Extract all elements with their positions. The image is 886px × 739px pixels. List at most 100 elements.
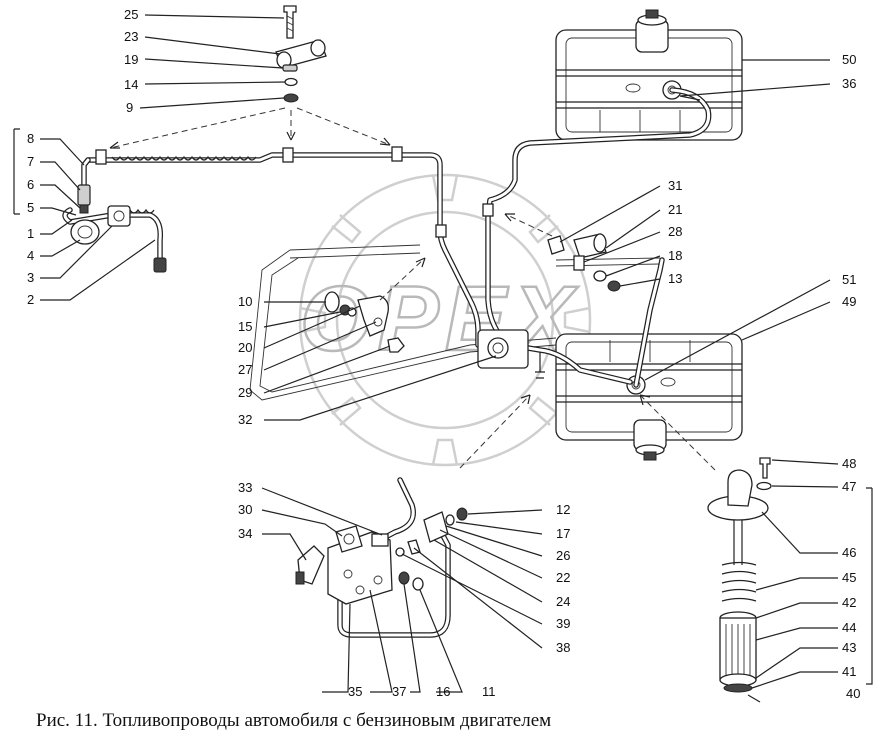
- callout-36: 36: [842, 76, 856, 91]
- watermark-logo-text: OPEX: [300, 268, 580, 370]
- bracket-20: [357, 295, 389, 337]
- callout-29: 29: [238, 385, 252, 400]
- callout-35: 35: [348, 684, 362, 699]
- nut-16: [398, 571, 410, 585]
- callout-31: 31: [668, 178, 682, 193]
- nut-13: [607, 280, 621, 292]
- bolt-31: [547, 235, 565, 255]
- washer-17: [445, 514, 455, 526]
- callout-6: 6: [27, 177, 34, 192]
- callout-15: 15: [238, 319, 252, 334]
- callout-41: 41: [842, 664, 856, 679]
- callout-1: 1: [27, 226, 34, 241]
- callout-23: 23: [124, 29, 138, 44]
- nut-12: [456, 507, 468, 521]
- clamp-9-left: [95, 149, 107, 165]
- callout-5: 5: [27, 200, 34, 215]
- clamp-9-middle: [282, 147, 294, 163]
- rear-fuel-tank: [555, 9, 743, 141]
- line-joint: [435, 224, 447, 238]
- callout-34: 34: [238, 526, 252, 541]
- fitting-30: [335, 525, 363, 553]
- callout-18: 18: [668, 248, 682, 263]
- clip-parts-group: [109, 5, 391, 149]
- callout-2: 2: [27, 292, 34, 307]
- washer-11: [412, 577, 424, 591]
- switch-valve-32: [487, 337, 509, 359]
- callout-37: 37: [392, 684, 406, 699]
- lever-knob: [295, 571, 305, 585]
- fuel-pump-1: [70, 219, 100, 245]
- callout-33: 33: [238, 480, 252, 495]
- callout-49: 49: [842, 294, 856, 309]
- line-joint-36: [482, 203, 494, 217]
- callout-3: 3: [27, 270, 34, 285]
- clamp-9-right: [391, 146, 403, 162]
- callout-16: 16: [436, 684, 450, 699]
- callout-17: 17: [556, 526, 570, 541]
- callout-50: 50: [842, 52, 856, 67]
- fuel-sender-unit: [707, 457, 772, 703]
- tank-fuel-lines: [477, 87, 712, 388]
- rear-tank-filler-cap: [645, 9, 659, 19]
- front-fuel-tank: [555, 333, 743, 461]
- washer-18: [593, 270, 607, 282]
- callout-11: 11: [482, 684, 496, 699]
- callout-4: 4: [27, 248, 34, 263]
- callout-14: 14: [124, 77, 138, 92]
- clip-10: [324, 291, 340, 313]
- bracket-parts-group: [324, 257, 426, 353]
- callout-51: 51: [842, 272, 856, 287]
- fitting-6: [79, 204, 89, 214]
- watermark-gear-teeth: [299, 174, 591, 466]
- spring-45: [721, 561, 757, 602]
- fuel-pump-assembly: [62, 184, 167, 273]
- bolt-25: [283, 5, 297, 39]
- callout-25: 25: [124, 7, 138, 22]
- callout-38: 38: [556, 640, 570, 655]
- callout-32: 32: [238, 412, 252, 427]
- callout-46: 46: [842, 545, 856, 560]
- callout-12: 12: [556, 502, 570, 517]
- hose-end-fitting-2: [153, 257, 167, 273]
- callout-22: 22: [556, 570, 570, 585]
- callout-39: 39: [556, 616, 570, 631]
- front-tank-filler-cap: [643, 451, 657, 461]
- callout-47: 47: [842, 479, 856, 494]
- callout-13: 13: [668, 271, 682, 286]
- callout-40: 40: [846, 686, 860, 701]
- frame-rails: [249, 244, 661, 401]
- watermark: OPEX: [298, 173, 592, 467]
- callout-26: 26: [556, 548, 570, 563]
- seal-41: [723, 683, 753, 693]
- callout-24: 24: [556, 594, 570, 609]
- callout-48: 48: [842, 456, 856, 471]
- callout-44: 44: [842, 620, 856, 635]
- valve-parts-group: [504, 213, 621, 292]
- callout-27: 27: [238, 362, 252, 377]
- callout-19: 19: [124, 52, 138, 67]
- callout-21: 21: [668, 202, 682, 217]
- callout-labels: 25 23 19 14 9 8 7 6 5 1 4 3 2 10 15 20 2…: [27, 7, 860, 701]
- callout-7: 7: [27, 154, 34, 169]
- sender-head: [727, 469, 753, 507]
- callout-43: 43: [842, 640, 856, 655]
- callout-8: 8: [27, 131, 34, 146]
- fitting-33: [371, 533, 389, 547]
- clip-19: [282, 64, 298, 72]
- bolt-29: [387, 337, 405, 353]
- callout-28: 28: [668, 224, 682, 239]
- callout-30: 30: [238, 502, 252, 517]
- switch-valve-assembly: [295, 477, 468, 638]
- callout-20: 20: [238, 340, 252, 355]
- callout-10: 10: [238, 294, 252, 309]
- washer-14: [284, 77, 298, 87]
- figure-caption: Рис. 11. Топливопроводы автомобиля с бен…: [36, 710, 551, 731]
- screw-48: [759, 457, 771, 479]
- fuel-filter-3: [107, 205, 131, 227]
- callout-9: 9: [126, 100, 133, 115]
- watermark-gear-inner: [335, 210, 555, 430]
- assembly-arrows: [459, 394, 716, 471]
